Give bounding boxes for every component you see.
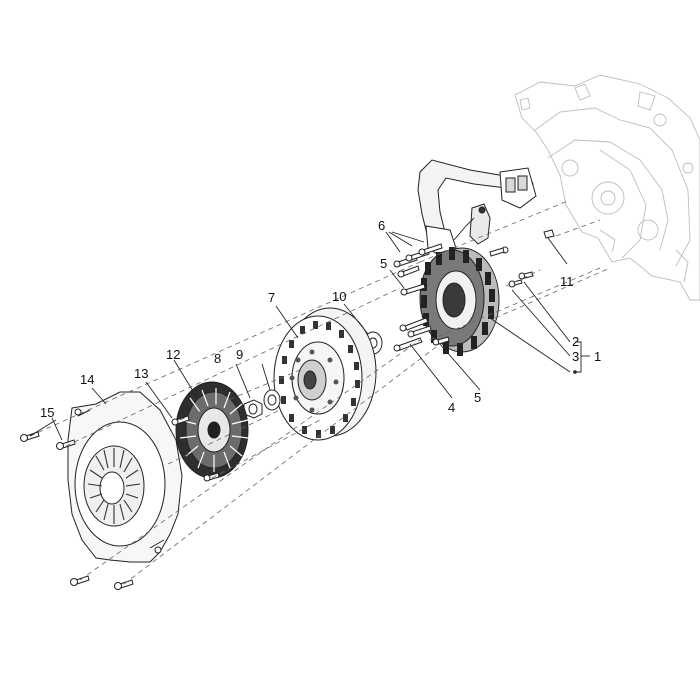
callout-11: 11 (560, 274, 574, 289)
stator-bolts (393, 229, 555, 352)
engine-case (514, 74, 700, 301)
cover-bolts (20, 431, 134, 590)
flywheel-rotor (273, 307, 377, 441)
callout-15: 15 (40, 405, 54, 420)
callout-5a: 5 (380, 256, 387, 271)
leader-lines (29, 231, 590, 441)
stator-wiring-harness (417, 159, 537, 257)
callout-3: 3 (572, 349, 579, 364)
flywheel-washer (263, 389, 281, 411)
callout-5b: 5 (474, 390, 481, 405)
callout-2: 2 (572, 334, 579, 349)
assembly-axis-lines (29, 199, 611, 585)
callout-8: 8 (214, 351, 221, 366)
callout-14: 14 (80, 372, 94, 387)
callout-4: 4 (448, 400, 455, 415)
callout-13: 13 (134, 366, 148, 381)
callout-10: 10 (332, 289, 346, 304)
cooling-fan (175, 381, 249, 479)
fan-cover (67, 391, 183, 563)
callout-9: 9 (236, 347, 243, 362)
callout-1: 1 (594, 349, 601, 364)
callout-7: 7 (268, 290, 275, 305)
callout-6: 6 (378, 218, 385, 233)
stator-coil (419, 247, 500, 356)
callout-12: 12 (166, 347, 180, 362)
callout-labels: 1 2 3 4 5 5 6 7 8 9 10 11 12 13 14 15 (40, 218, 601, 420)
